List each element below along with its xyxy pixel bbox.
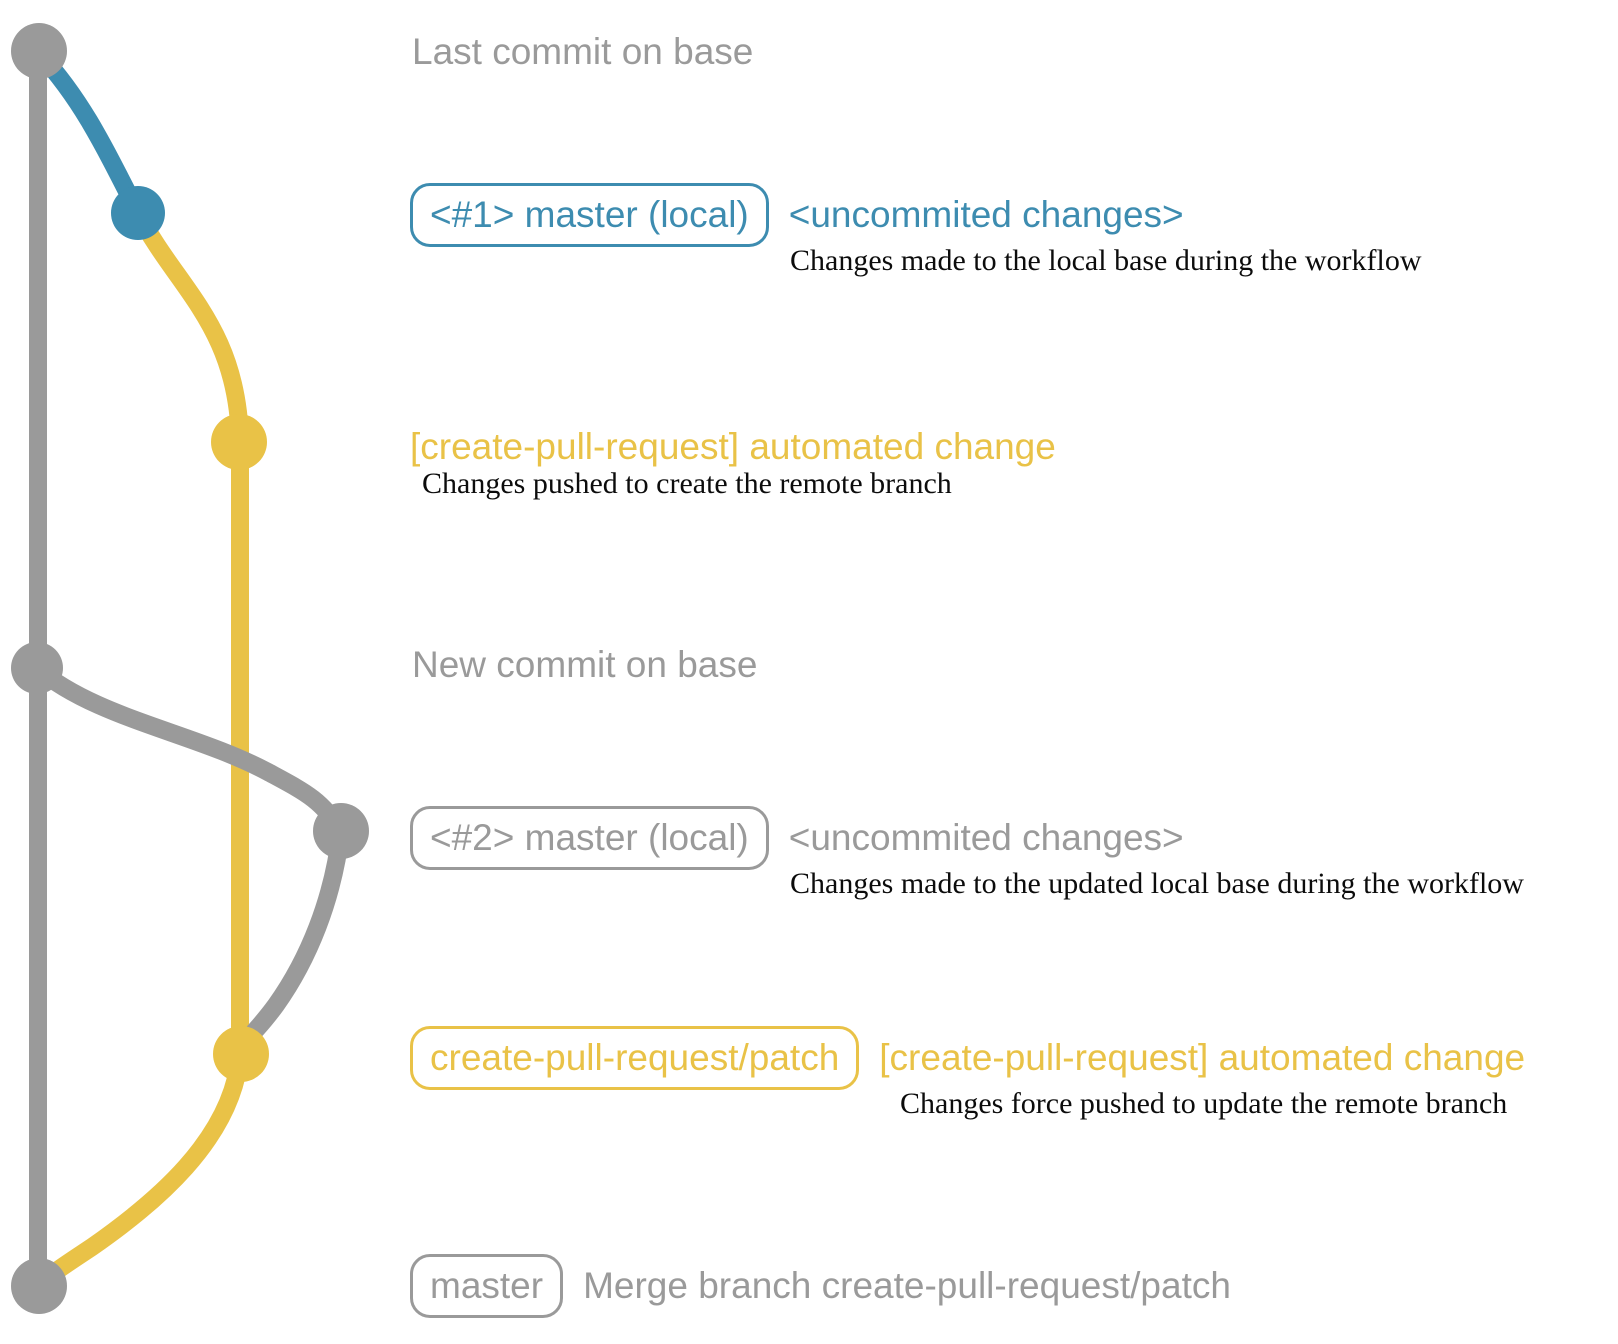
row-merge-commit: master Merge branch create-pull-request/…	[410, 1254, 1231, 1318]
row-last-commit-on-base: Last commit on base	[412, 29, 753, 75]
branch-curve-force-push	[232, 822, 350, 1063]
row-local-commit-1: <#1> master (local) <uncommited changes>…	[410, 183, 1422, 281]
branch-badge-create-pull-request-patch: create-pull-request/patch	[410, 1026, 860, 1090]
row-automated-change-2: create-pull-request/patch [create-pull-r…	[410, 1026, 1525, 1124]
commit-message-automated-2: [create-pull-request] automated change	[879, 1037, 1526, 1078]
branch-curve-push-1	[129, 204, 249, 451]
branch-badge-master-local-2: <#2> master (local)	[410, 806, 769, 870]
commit-graph	[11, 23, 369, 1314]
commit-message-uncommited-1: <uncommited changes>	[788, 194, 1184, 235]
commit-dot-last-base	[11, 23, 67, 79]
commit-dot-local-1	[111, 186, 165, 240]
commit-description-4: Changes force pushed to update the remot…	[900, 1087, 1508, 1120]
commit-description-1: Changes made to the local base during th…	[790, 244, 1422, 277]
commit-dot-merge	[11, 1258, 67, 1314]
commit-message-automated-1: [create-pull-request] automated change	[410, 426, 1056, 467]
branch-curve-local-2	[28, 659, 350, 840]
row-automated-change-1: [create-pull-request] automated change C…	[410, 424, 1056, 504]
last-commit-label: Last commit on base	[412, 31, 754, 72]
commit-message-uncommited-2: <uncommited changes>	[788, 817, 1184, 858]
commit-dot-remote-1	[211, 414, 267, 470]
commit-dot-new-base	[11, 642, 63, 694]
new-commit-label: New commit on base	[412, 644, 758, 685]
branch-badge-master: master	[410, 1254, 564, 1318]
commit-description-3: Changes made to the updated local base d…	[790, 867, 1524, 900]
row-new-commit-on-base: New commit on base	[412, 642, 757, 688]
commit-dot-remote-2	[213, 1026, 269, 1082]
branch-curve-local-1	[30, 44, 147, 222]
branch-badge-master-local-1: <#1> master (local)	[410, 183, 769, 247]
row-local-commit-2: <#2> master (local) <uncommited changes>…	[410, 806, 1524, 904]
branch-curve-merge	[32, 1045, 249, 1293]
commit-dot-local-2	[313, 803, 369, 859]
commit-description-2: Changes pushed to create the remote bran…	[422, 467, 952, 500]
commit-message-merge: Merge branch create-pull-request/patch	[583, 1265, 1231, 1306]
